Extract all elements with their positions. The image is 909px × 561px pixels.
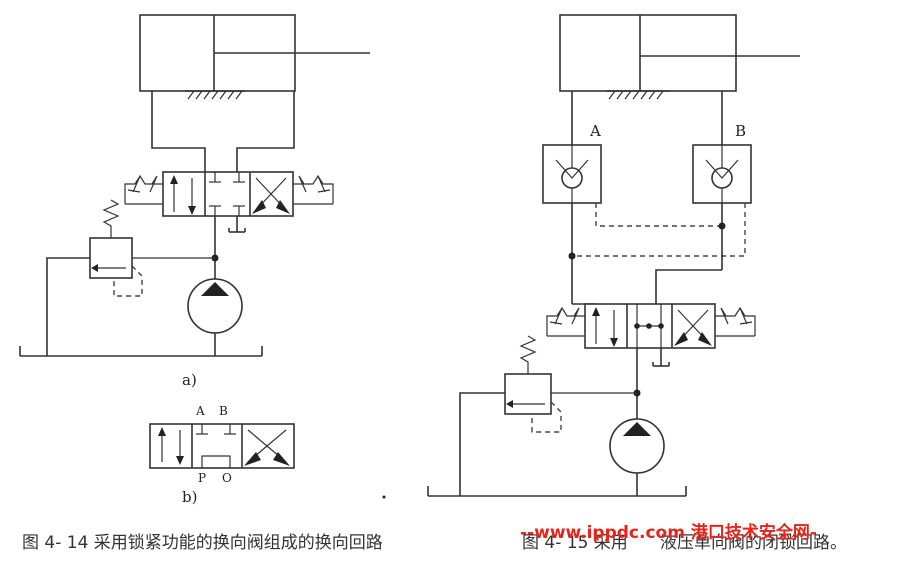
pump-right: [609, 418, 665, 474]
directional-valve-a: [124, 171, 334, 233]
label-port-o: O: [222, 471, 232, 485]
watermark-text: --www.ippdc.com 港口技术安全网-: [520, 522, 817, 543]
pilot-check-valve-a: [542, 144, 602, 204]
pump-a: [187, 278, 243, 334]
label-right-b: B: [735, 122, 746, 140]
label-sub-b: b): [182, 488, 197, 506]
relief-valve-a: [89, 199, 215, 297]
valve-detail-b: A B P O b): [149, 404, 295, 506]
caption-left: 图 4- 14 采用锁紧功能的换向阀组成的换向回路: [22, 533, 383, 553]
label-right-a: A: [589, 122, 601, 140]
label-sub-a: a): [182, 371, 197, 389]
caption-right-suffix: 液压单向阀的闭锁回路。: [660, 533, 847, 553]
cylinder-a: [139, 14, 370, 100]
directional-valve-right: [546, 303, 756, 367]
caption-right-prefix: 图 4- 15 采用: [522, 533, 628, 553]
cylinder-right: [559, 14, 800, 100]
relief-valve-right: [504, 335, 637, 433]
circuit-right: A B: [382, 14, 800, 499]
circuit-a: a): [19, 14, 370, 389]
label-port-b: B: [219, 404, 228, 418]
pilot-check-valve-b: [692, 144, 752, 204]
label-port-a: A: [195, 404, 205, 418]
label-port-p: P: [198, 471, 206, 485]
